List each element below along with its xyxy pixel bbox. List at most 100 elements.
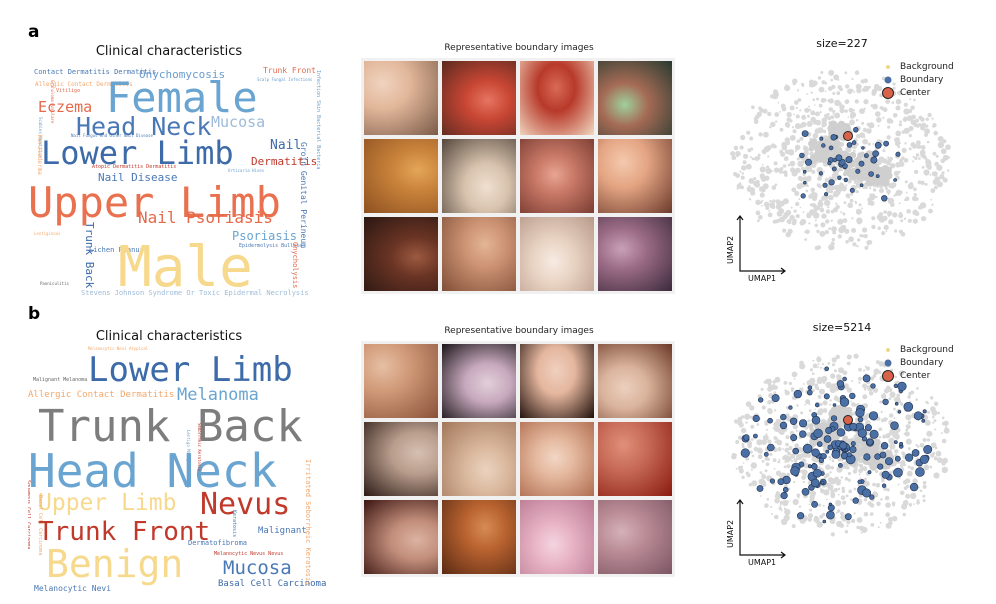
background-point bbox=[822, 129, 827, 134]
background-point bbox=[897, 145, 901, 149]
background-point bbox=[812, 98, 816, 101]
background-point bbox=[757, 153, 761, 157]
background-point bbox=[801, 469, 808, 476]
background-point bbox=[862, 466, 868, 472]
background-point bbox=[779, 149, 784, 154]
boundary-point bbox=[811, 463, 818, 470]
wordcloud-word: Lentiginous bbox=[34, 231, 61, 236]
background-point bbox=[915, 398, 918, 401]
background-point bbox=[787, 219, 792, 223]
background-point bbox=[827, 362, 831, 365]
background-point bbox=[833, 126, 841, 133]
background-point bbox=[816, 521, 823, 528]
background-point bbox=[757, 454, 763, 460]
boundary-point bbox=[805, 158, 813, 166]
wordcloud-word: Malignant bbox=[258, 526, 307, 536]
background-point bbox=[815, 119, 822, 126]
boundary-point bbox=[915, 467, 925, 477]
background-point bbox=[879, 188, 884, 194]
background-point bbox=[761, 460, 765, 463]
background-point bbox=[872, 188, 877, 192]
background-point bbox=[869, 512, 874, 516]
boundary-point bbox=[780, 413, 787, 421]
background-point bbox=[808, 105, 810, 108]
background-point bbox=[765, 433, 768, 435]
background-point bbox=[773, 391, 777, 395]
background-point bbox=[893, 407, 896, 411]
background-point bbox=[933, 456, 938, 461]
grid-title-b: Representative boundary images bbox=[444, 326, 594, 336]
boundary-point bbox=[827, 161, 832, 166]
background-point bbox=[905, 110, 908, 114]
background-point bbox=[786, 117, 792, 123]
background-point bbox=[836, 131, 843, 138]
boundary-point bbox=[818, 171, 823, 176]
background-point bbox=[888, 219, 894, 225]
background-point bbox=[762, 108, 768, 114]
background-point bbox=[814, 408, 816, 411]
background-point bbox=[913, 193, 917, 197]
wordcloud-word: Malignant Melanoma bbox=[33, 377, 88, 383]
background-point bbox=[731, 151, 735, 155]
background-point bbox=[947, 156, 950, 159]
background-point bbox=[735, 467, 738, 470]
boundary-point bbox=[857, 416, 864, 423]
background-point bbox=[894, 375, 897, 379]
background-point bbox=[908, 125, 914, 132]
background-point bbox=[745, 163, 752, 170]
boundary-point bbox=[839, 441, 848, 450]
background-point bbox=[859, 477, 862, 480]
background-point bbox=[774, 120, 778, 123]
grid-image-brown-spots bbox=[598, 344, 672, 418]
background-point bbox=[845, 84, 850, 89]
background-point bbox=[807, 419, 811, 423]
background-point bbox=[774, 112, 780, 117]
background-point bbox=[880, 410, 883, 414]
background-point bbox=[926, 438, 931, 442]
background-point bbox=[775, 470, 782, 476]
background-point bbox=[883, 486, 888, 491]
background-point bbox=[860, 531, 863, 534]
umap-ylabel: UMAP2 bbox=[726, 235, 735, 264]
background-point bbox=[920, 117, 925, 122]
wordcloud-word: Stevens Johnson Syndrome Or Toxic Epider… bbox=[81, 289, 309, 297]
boundary-point bbox=[872, 150, 879, 157]
background-point bbox=[937, 141, 945, 149]
boundary-point bbox=[893, 440, 898, 445]
boundary-point bbox=[903, 402, 914, 412]
background-point bbox=[741, 172, 744, 175]
boundary-point bbox=[807, 464, 812, 469]
wordcloud-word: Upper Limb bbox=[28, 178, 281, 227]
background-point bbox=[753, 180, 759, 187]
background-point bbox=[833, 369, 837, 373]
background-point bbox=[799, 206, 802, 209]
background-point bbox=[853, 90, 856, 93]
background-point bbox=[858, 203, 862, 207]
background-point bbox=[795, 429, 798, 432]
background-point bbox=[795, 201, 800, 207]
boundary-point bbox=[858, 160, 865, 167]
background-point bbox=[863, 497, 868, 502]
boundary-point bbox=[823, 192, 829, 197]
background-point bbox=[879, 172, 885, 178]
background-point bbox=[929, 465, 933, 469]
background-point bbox=[910, 466, 915, 471]
background-point bbox=[921, 166, 925, 169]
boundary-point bbox=[877, 463, 884, 470]
background-point bbox=[931, 409, 934, 412]
background-point bbox=[830, 489, 835, 494]
boundary-point bbox=[823, 435, 832, 443]
boundary-point bbox=[790, 434, 798, 442]
background-point bbox=[886, 189, 891, 194]
background-point bbox=[777, 101, 780, 104]
background-point bbox=[831, 363, 836, 367]
background-point bbox=[848, 147, 852, 150]
background-point bbox=[804, 107, 810, 113]
background-point bbox=[794, 219, 797, 222]
background-point bbox=[772, 199, 776, 203]
background-point bbox=[942, 421, 946, 426]
wordcloud-word: Epidermolysis Bullosa bbox=[239, 243, 303, 249]
background-point bbox=[940, 432, 943, 435]
background-point bbox=[851, 518, 856, 523]
background-point bbox=[793, 481, 796, 484]
